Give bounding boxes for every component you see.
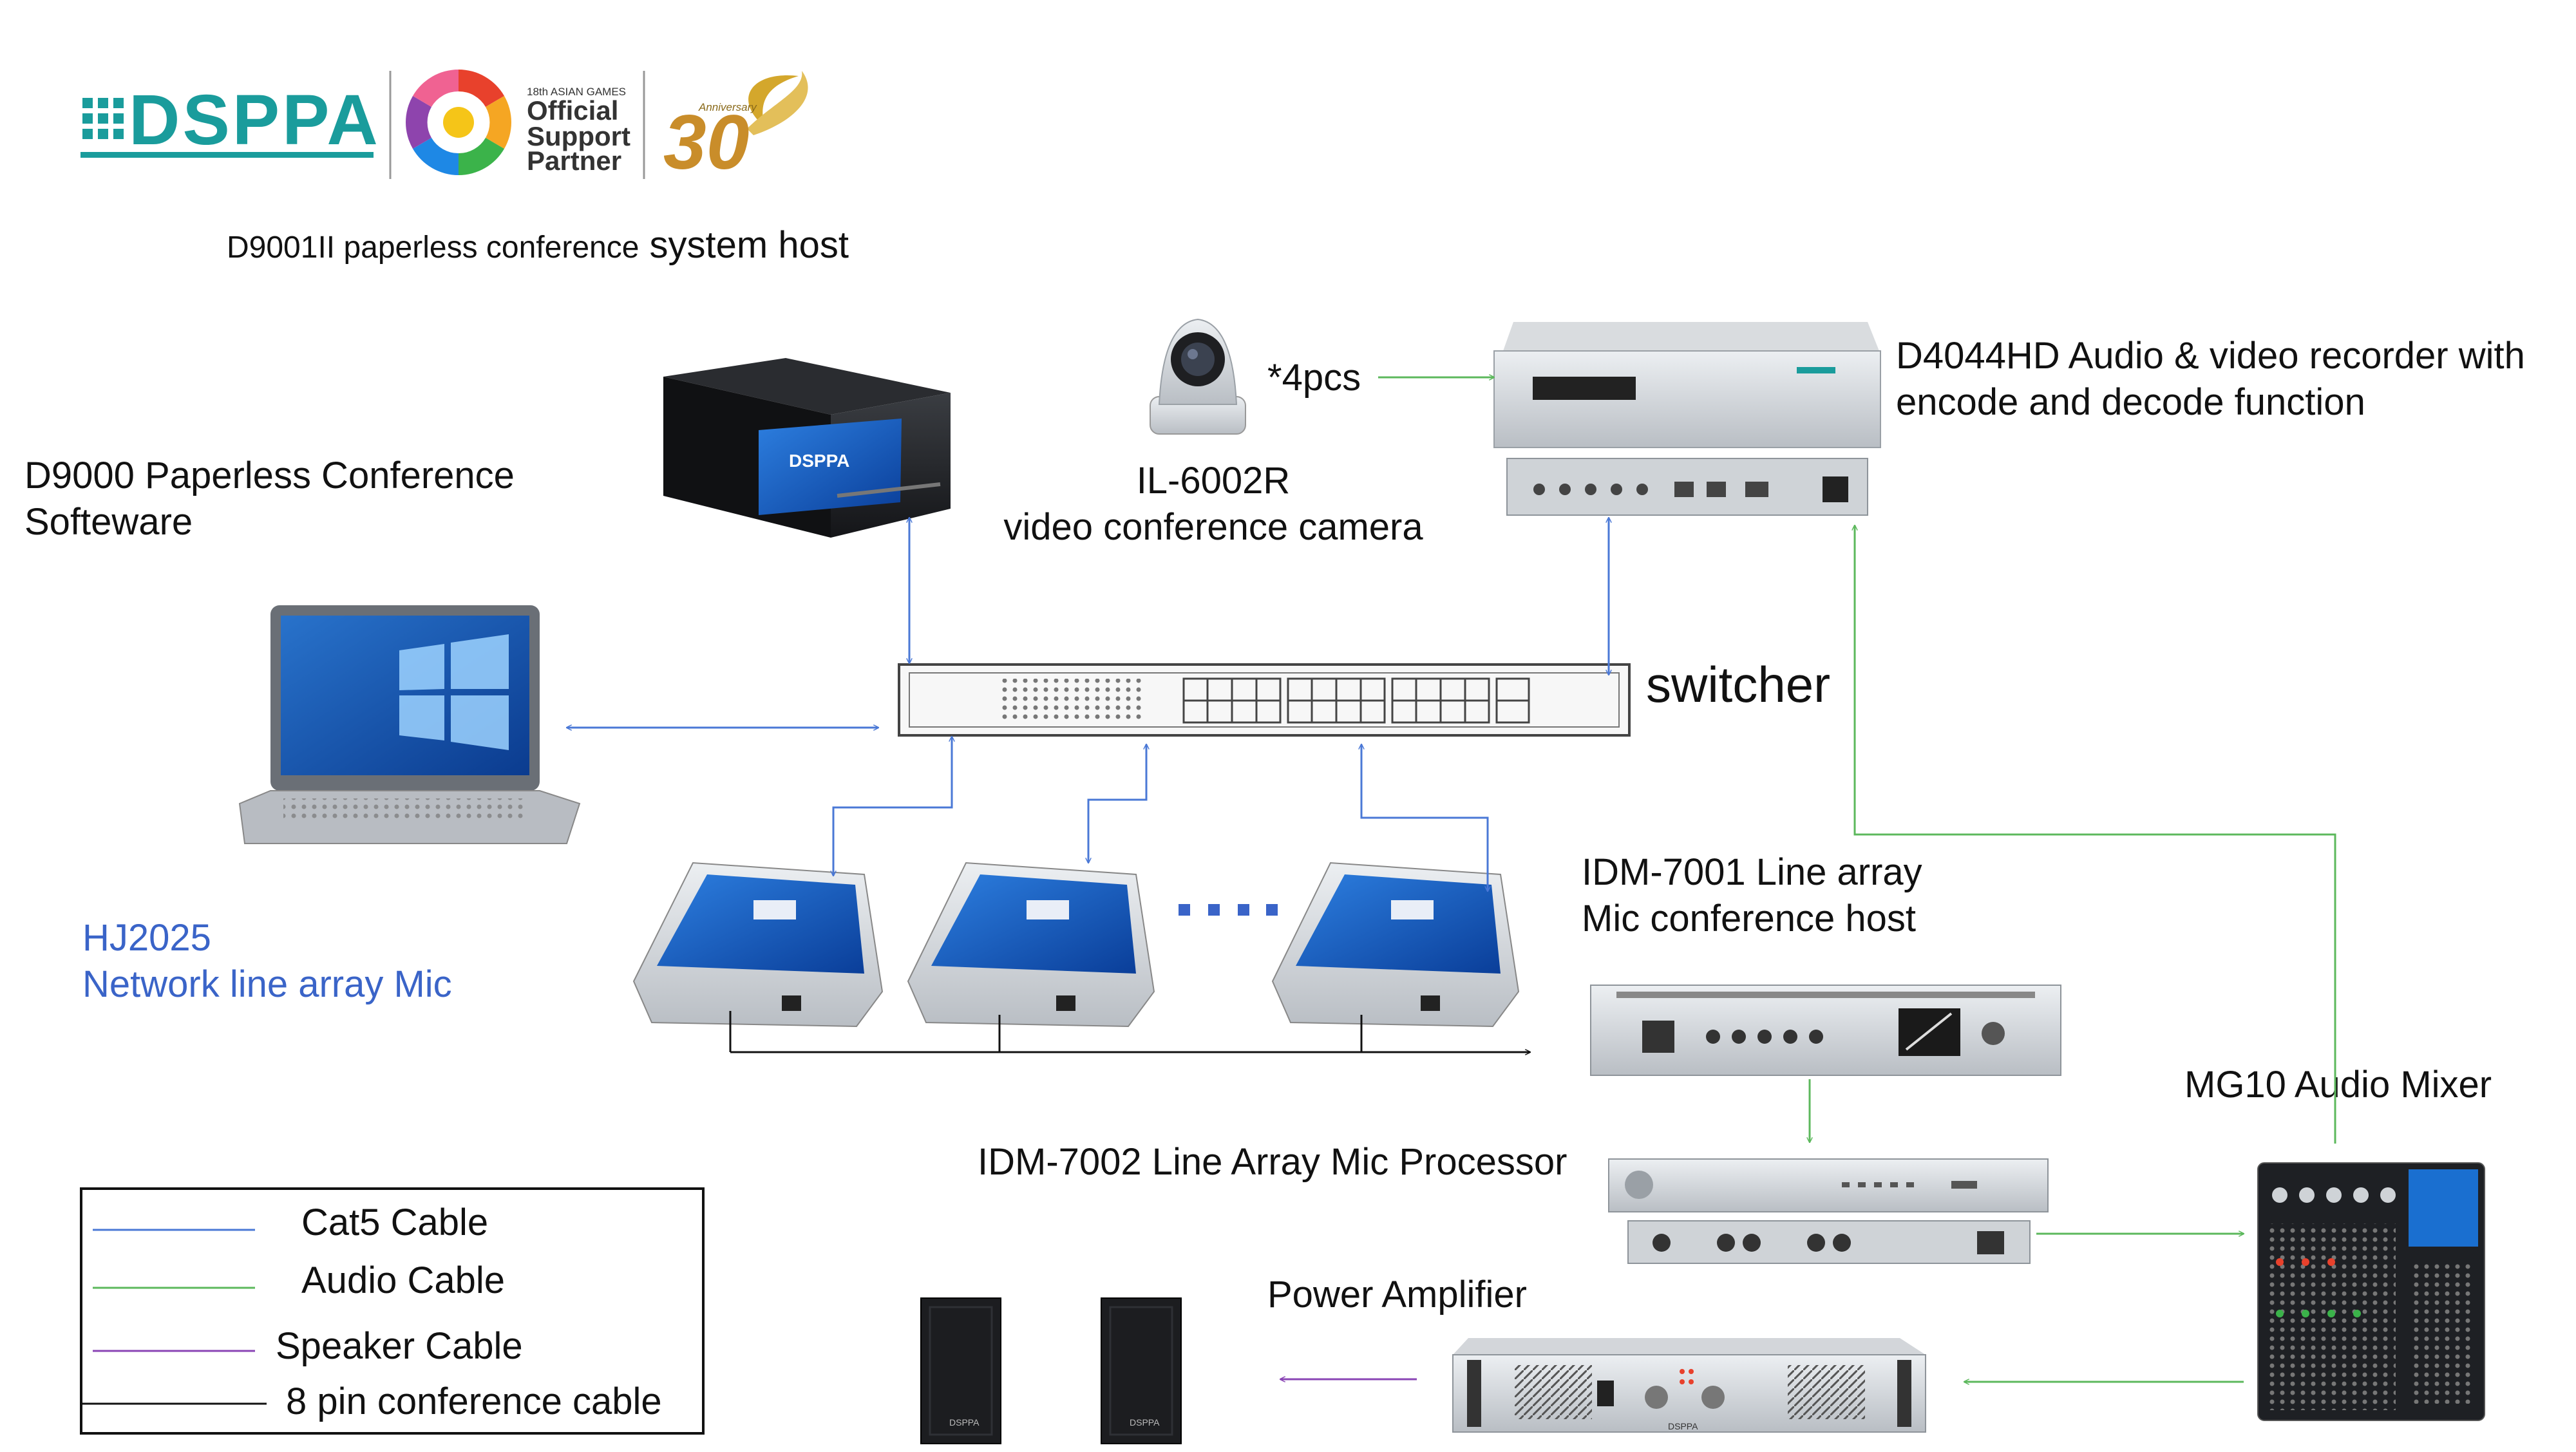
host-title: D9001II paperless conference system host [227,224,849,266]
legend-label: Cat5 Cable [301,1202,488,1243]
mixer-label: MG10 Audio Mixer [2184,1064,2492,1106]
host-screen-logo: DSPPA [789,451,849,471]
sponsor-line-2: Support [527,121,630,151]
audio-mixer [2257,1162,2485,1421]
sponsor-caption: 18th ASIAN GAMES [527,86,626,98]
idm7001-label-line1: IDM-7001 Line array [1582,851,1922,893]
cat5-mic3-switch [1361,744,1488,891]
logo-underline [80,152,374,158]
host-title-part-a: D9001II paperless conference [227,231,639,265]
sponsor-block: 18th ASIAN GAMES Official Support Partne… [527,86,630,176]
idm7002-processor [1608,1158,2049,1264]
dsppa-logo: DSPPA [80,80,381,160]
legend-item-cat5: Cat5 Cable [93,1202,488,1243]
idm7001-label-line2: Mic conference host [1582,898,1916,939]
ptz-camera [1150,318,1246,435]
legend-item-audio: Audio Cable [93,1259,505,1301]
speaker-logo: DSPPA [1130,1417,1160,1428]
wing-icon-2 [747,71,808,135]
mic-screen [931,874,1136,974]
camera-desc-label: video conference camera [1003,506,1423,548]
sponsor-line-1: Official [527,95,618,126]
software-label-line1: D9000 Paperless Conference [24,455,515,496]
mic-screen [1296,874,1501,974]
speaker-logo: DSPPA [949,1417,980,1428]
logo-text: DSPPA [129,80,381,160]
legend-label: Audio Cable [301,1259,505,1301]
mic-continuation-dots [1179,904,1278,916]
speaker-right: DSPPA [1101,1297,1182,1444]
software-label-line2: Softeware [24,501,193,543]
amp-vent [1515,1365,1592,1419]
amp-logo: DSPPA [1668,1421,1698,1431]
mic-label-line1: HJ2025 [82,917,211,959]
legend-item-speaker: Speaker Cable [93,1325,523,1367]
cat5-connections [567,518,1609,891]
mic-unit-3 [1271,862,1520,1028]
anniversary-logo: 30 Anniversary [663,71,808,185]
legend-item-conference: 8 pin conference cable [81,1381,662,1422]
asian-games-emblem-icon [406,70,511,175]
amp-vent [1788,1365,1865,1419]
laptop [238,605,581,844]
audio-mixer-recorder [1855,525,2336,1144]
switch-led-panel [997,679,1142,721]
power-amplifier: DSPPA [1452,1338,1926,1433]
idm7001-host [1590,985,2061,1076]
av-recorder [1493,322,1881,516]
network-switch [898,663,1631,737]
conference-host-server: DSPPA [663,358,951,538]
switcher-label: switcher [1646,656,1830,713]
camera-count-label: *4pcs [1267,357,1361,399]
legend-label: 8 pin conference cable [286,1381,662,1422]
anniversary-text: Anniversary [698,101,757,113]
switch-ports [1182,677,1530,724]
camera-model-label: IL-6002R [1137,460,1291,502]
legend: Cat5 Cable Audio Cable Speaker Cable 8 p… [80,1187,705,1435]
mic-unit-2 [907,862,1155,1028]
mic-screen [657,874,864,974]
amplifier-label: Power Amplifier [1267,1274,1527,1315]
wing-icon [748,75,799,122]
recorder-label-line1: D4044HD Audio & video recorder with [1896,335,2525,377]
idm7002-label: IDM-7002 Line Array Mic Processor [978,1141,1567,1183]
audio-connections [1378,377,2336,1382]
mic-unit-1 [632,862,884,1028]
host-title-part-b: system host [639,224,849,266]
mic-label-line2: Network line array Mic [82,963,452,1005]
logo-dots-icon [82,98,124,139]
anniversary-number: 30 [663,99,749,185]
speaker-left: DSPPA [920,1297,1001,1444]
cat5-mic1-switch [833,737,952,876]
cat5-mic2-switch [1088,744,1146,863]
recorder-label-line2: encode and decode function [1896,381,2365,423]
windows-logo-icon [399,644,444,690]
conference-cable-bus [729,1011,1530,1052]
sponsor-line-3: Partner [527,146,621,176]
legend-label: Speaker Cable [276,1325,523,1367]
